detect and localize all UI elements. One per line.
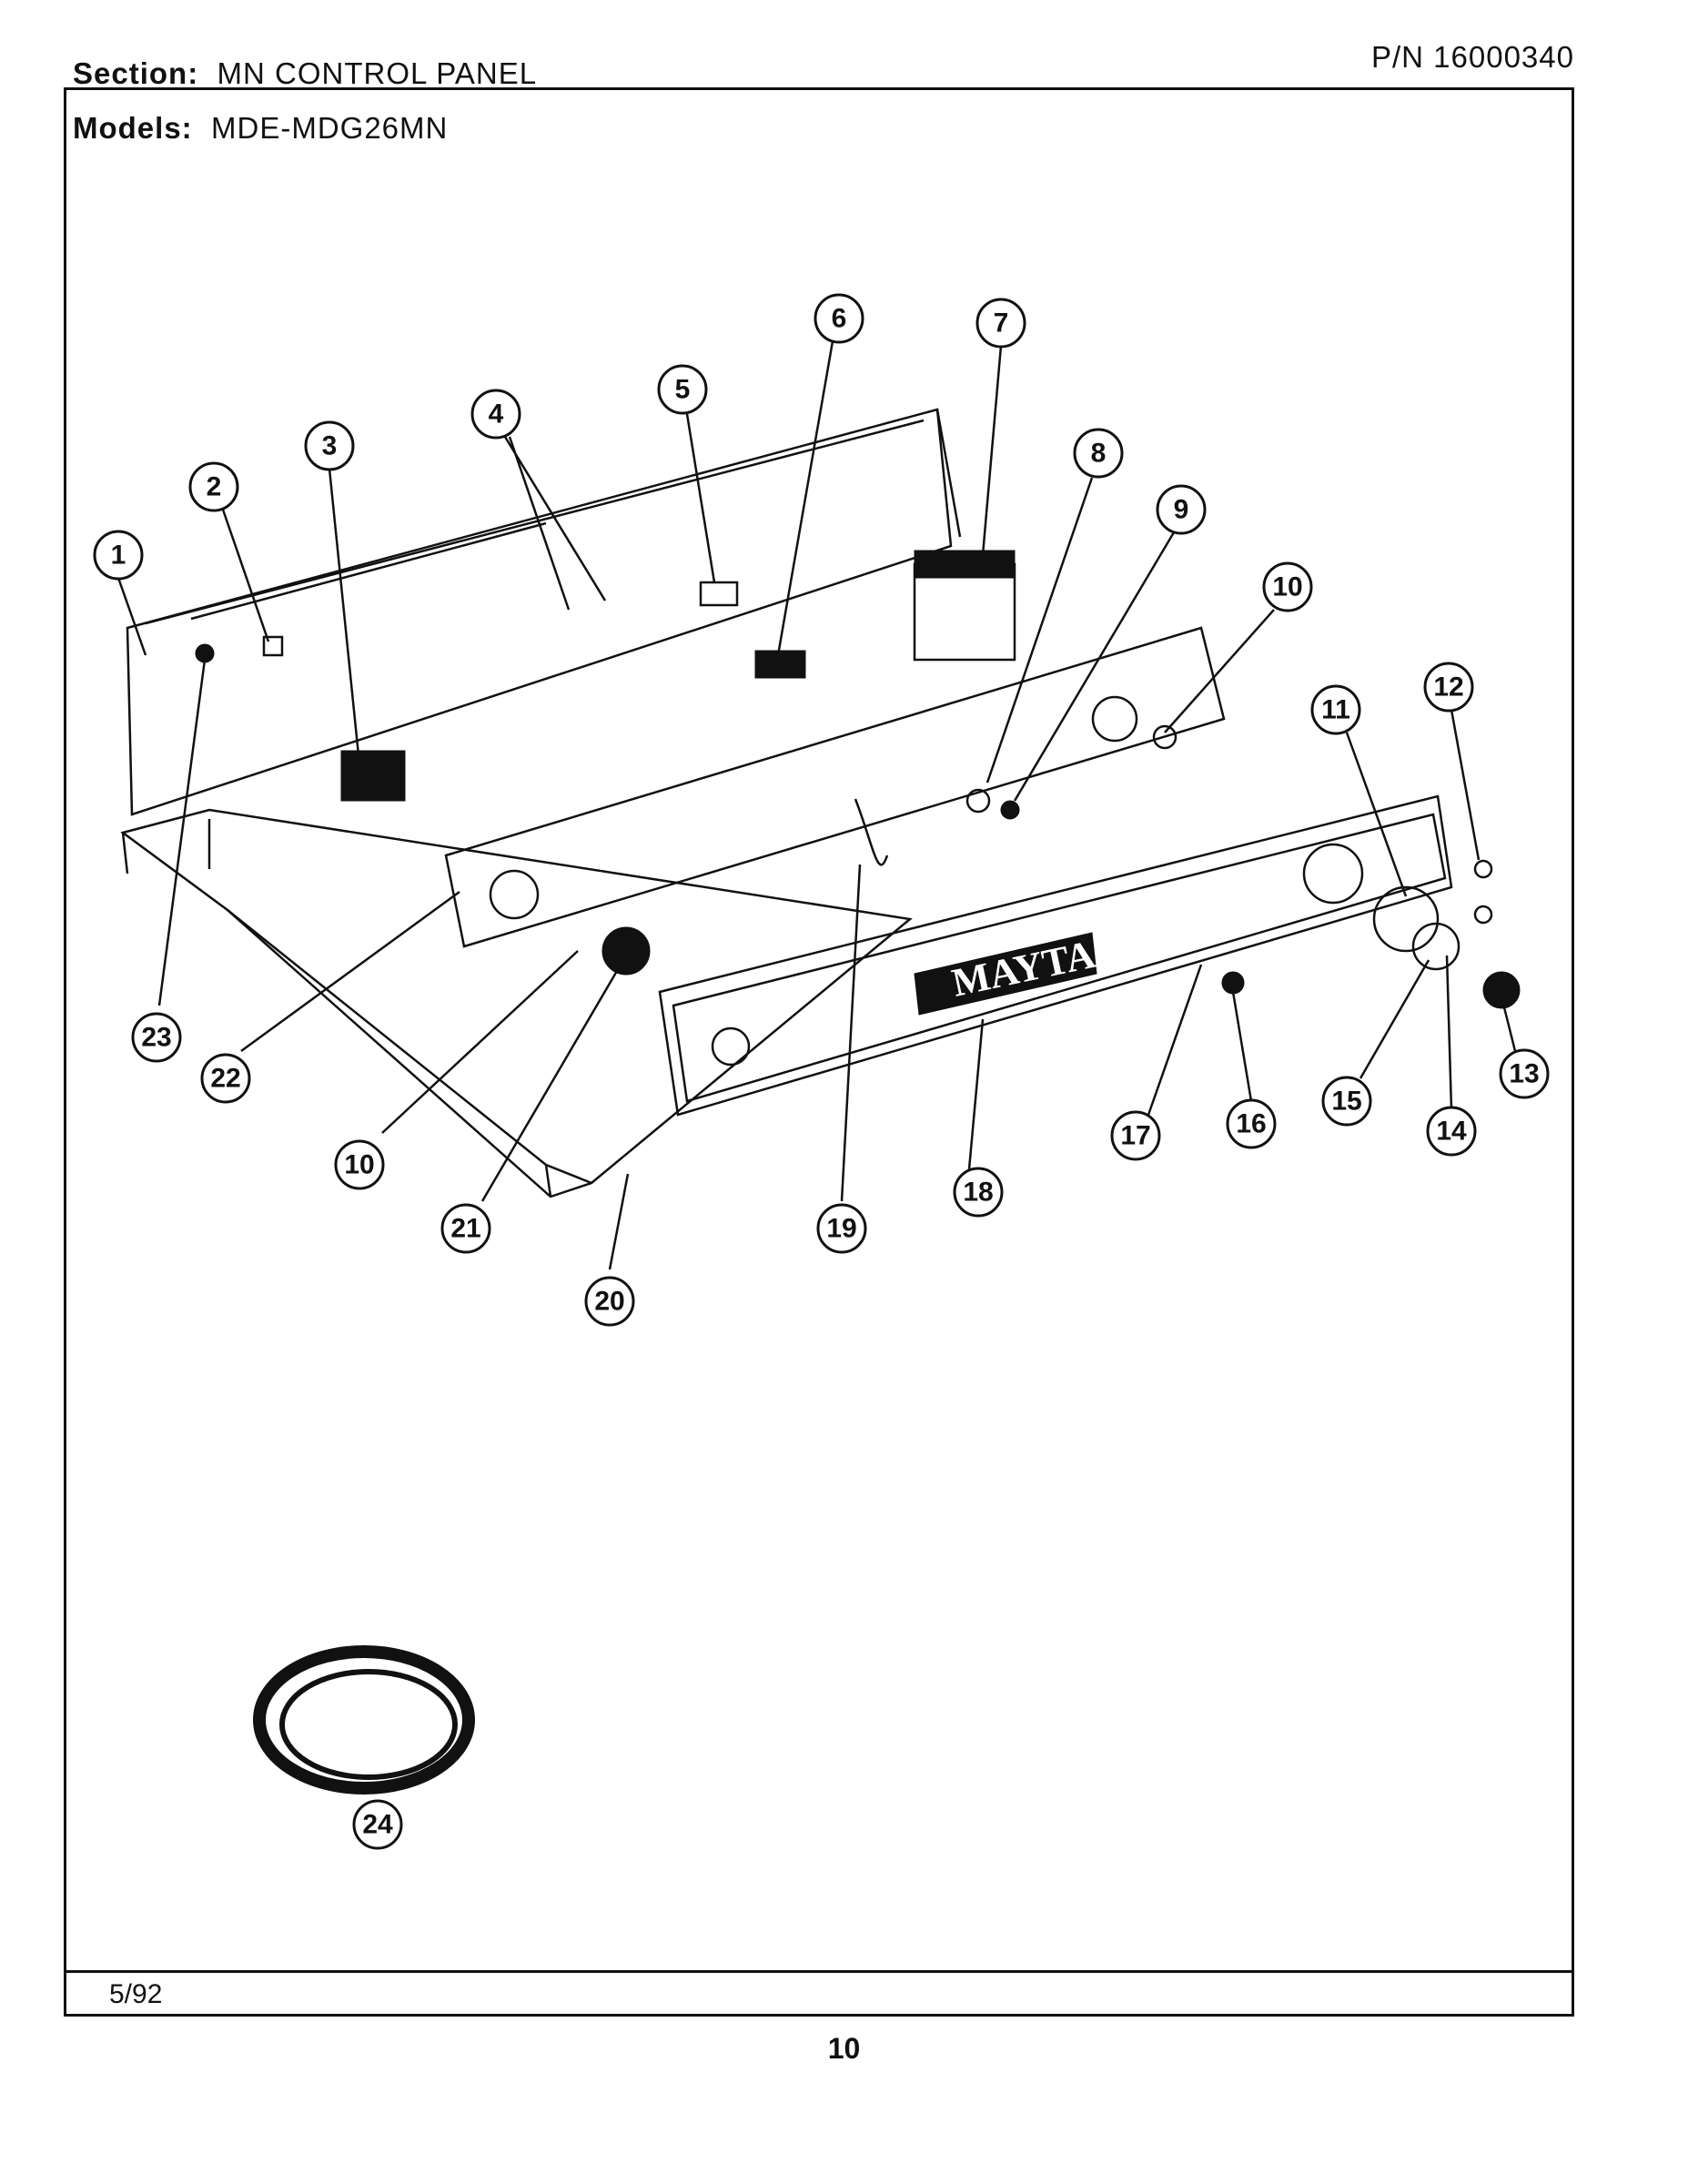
callout-23: 23 bbox=[131, 1012, 182, 1063]
terminal-connector bbox=[699, 581, 739, 607]
callout-17: 17 bbox=[1110, 1110, 1161, 1161]
callout-18-label: 18 bbox=[963, 1178, 993, 1208]
control-panel-backsplash bbox=[444, 626, 1226, 948]
callout-14-label: 14 bbox=[1436, 1117, 1467, 1147]
callout-21-label: 21 bbox=[450, 1214, 480, 1244]
page-number: 10 bbox=[827, 2032, 861, 2065]
maytag-logo-plate: MAYTAG bbox=[914, 925, 1129, 1016]
screw bbox=[1473, 859, 1493, 879]
push-nut bbox=[1152, 724, 1178, 750]
callout-20-label: 20 bbox=[594, 1287, 624, 1317]
callout-3-label: 3 bbox=[322, 431, 338, 461]
callout-10-top-label: 10 bbox=[1272, 572, 1302, 602]
callout-4: 4 bbox=[470, 389, 521, 440]
callout-9: 9 bbox=[1156, 484, 1207, 535]
diagram-frame bbox=[64, 87, 1574, 2017]
front-trim-strip bbox=[658, 794, 1453, 1117]
indicator-lens bbox=[1221, 971, 1245, 995]
wire-harness-coil bbox=[253, 1645, 475, 1795]
callout-9-label: 9 bbox=[1174, 495, 1189, 525]
callout-14: 14 bbox=[1426, 1106, 1477, 1157]
callout-3: 3 bbox=[304, 420, 355, 471]
knob-insert bbox=[1411, 922, 1461, 971]
section-title: Section: MN CONTROL PANEL bbox=[73, 56, 537, 91]
callout-11: 11 bbox=[1310, 684, 1361, 735]
callout-22-label: 22 bbox=[210, 1064, 240, 1094]
dial-skirt bbox=[1372, 885, 1440, 953]
callout-12-label: 12 bbox=[1433, 672, 1463, 703]
callout-6-label: 6 bbox=[832, 304, 847, 334]
part-number: P/N 16000340 bbox=[1370, 40, 1574, 74]
callout-4-label: 4 bbox=[489, 399, 504, 430]
maytag-logo-text: MAYTAG bbox=[948, 925, 1129, 1006]
rear-control-housing bbox=[126, 408, 962, 869]
callout-17-label: 17 bbox=[1120, 1121, 1150, 1151]
nut bbox=[1000, 800, 1020, 820]
timer-component bbox=[913, 550, 1016, 662]
callout-7: 7 bbox=[975, 298, 1026, 349]
revision-date: 5/92 bbox=[109, 1979, 163, 2009]
callout-10-bottom: 10 bbox=[334, 1139, 385, 1190]
knob-left bbox=[601, 926, 651, 976]
models-value: MDE-MDG26MN bbox=[211, 111, 449, 145]
knob-right bbox=[1482, 971, 1521, 1009]
models-label: Models: bbox=[73, 111, 193, 145]
section-label: Section: bbox=[73, 56, 199, 90]
callout-5-label: 5 bbox=[675, 375, 691, 405]
callout-13-label: 13 bbox=[1509, 1059, 1539, 1089]
callout-2: 2 bbox=[188, 461, 239, 512]
switch-block bbox=[340, 750, 406, 802]
callout-8-label: 8 bbox=[1091, 439, 1107, 469]
callout-19: 19 bbox=[816, 1203, 867, 1254]
footer-divider bbox=[64, 1970, 1574, 1973]
callout-1-label: 1 bbox=[111, 541, 126, 571]
screw-2 bbox=[1473, 905, 1493, 925]
lamp-socket bbox=[965, 788, 991, 814]
callout-15-label: 15 bbox=[1331, 1087, 1361, 1117]
callout-10-top: 10 bbox=[1262, 561, 1313, 612]
callout-24: 24 bbox=[352, 1799, 403, 1850]
callout-22: 22 bbox=[200, 1053, 251, 1104]
callout-12: 12 bbox=[1423, 662, 1474, 713]
callout-13: 13 bbox=[1499, 1048, 1550, 1099]
callout-16: 16 bbox=[1226, 1098, 1277, 1149]
connector-block bbox=[754, 650, 806, 679]
callout-8: 8 bbox=[1073, 428, 1124, 479]
callout-15: 15 bbox=[1321, 1076, 1372, 1127]
section-value: MN CONTROL PANEL bbox=[217, 56, 538, 90]
callout-24-label: 24 bbox=[362, 1810, 393, 1840]
callout-1: 1 bbox=[93, 530, 144, 581]
models-line: Models: MDE-MDG26MN bbox=[73, 111, 448, 146]
callout-5: 5 bbox=[657, 364, 708, 415]
callout-20: 20 bbox=[584, 1276, 635, 1327]
leader-lines bbox=[116, 340, 1517, 1270]
callout-21: 21 bbox=[440, 1203, 491, 1254]
callout-10-bottom-label: 10 bbox=[344, 1150, 374, 1180]
callout-23-label: 23 bbox=[141, 1023, 171, 1053]
callout-11-label: 11 bbox=[1321, 695, 1350, 725]
callout-2-label: 2 bbox=[207, 472, 222, 502]
callout-18: 18 bbox=[953, 1167, 1004, 1218]
clip bbox=[262, 635, 284, 657]
callout-16-label: 16 bbox=[1236, 1109, 1266, 1139]
callout-19-label: 19 bbox=[826, 1214, 856, 1244]
top-cover-panel bbox=[120, 808, 913, 1198]
callout-6: 6 bbox=[814, 293, 864, 344]
callout-7-label: 7 bbox=[994, 308, 1009, 339]
ground-wire bbox=[854, 798, 889, 866]
